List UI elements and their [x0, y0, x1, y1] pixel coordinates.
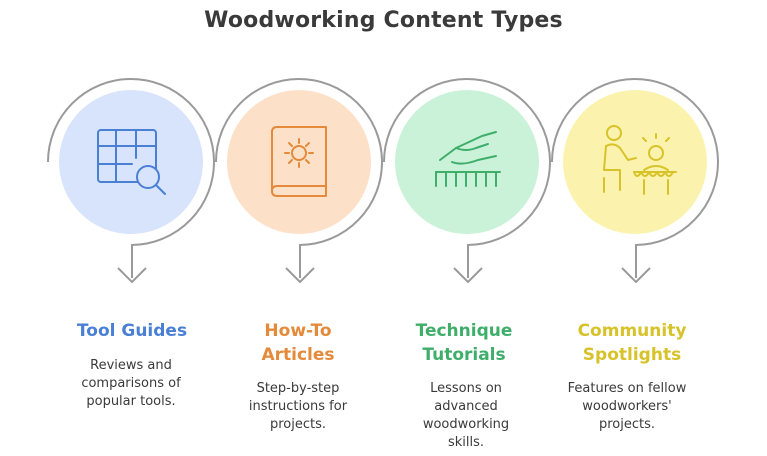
- desc-how-to-articles: Step-by-step instructions for projects.: [233, 380, 363, 434]
- table-search-icon: [97, 129, 166, 195]
- ring-arc-tool-guides: [47, 78, 215, 278]
- ring-arc-technique-tutorials: [383, 78, 551, 278]
- ring-arc-community-spotlights: [551, 78, 719, 278]
- people-teaching-icon: [603, 125, 677, 195]
- desc-line: woodworkers': [582, 399, 672, 414]
- heading-line: Articles: [261, 345, 335, 365]
- heading-line: Spotlights: [582, 345, 682, 365]
- desc-line: Reviews and: [90, 358, 172, 373]
- page-title: Woodworking Content Types: [204, 8, 563, 33]
- heading-line: Tutorials: [422, 345, 506, 365]
- desc-line: skills.: [447, 435, 485, 450]
- heading-how-to-articles: How-To Articles: [223, 319, 373, 367]
- heading-line: How-To: [264, 321, 332, 341]
- step-technique-tutorials: [383, 78, 551, 284]
- desc-line: instructions for: [248, 399, 348, 414]
- desc-line: Features on fellow: [567, 381, 687, 396]
- heading-line: Technique: [415, 321, 513, 341]
- desc-line: advanced: [434, 399, 498, 414]
- step-how-to-articles: [215, 78, 383, 284]
- step-tool-guides: [47, 78, 215, 284]
- desc-line: projects.: [269, 417, 327, 432]
- heading-line: Tool Guides: [76, 321, 188, 341]
- heading-line: Community: [577, 321, 687, 341]
- desc-line: comparisons of: [81, 376, 181, 391]
- desc-tool-guides: Reviews and comparisons of popular tools…: [66, 357, 196, 411]
- circle-technique-tutorials: [395, 90, 539, 234]
- arrow-down-icon: [453, 267, 483, 284]
- heading-tool-guides: Tool Guides: [57, 319, 207, 343]
- heading-technique-tutorials: Technique Tutorials: [389, 319, 539, 367]
- desc-technique-tutorials: Lessons on advanced woodworking skills.: [401, 380, 531, 452]
- desc-line: popular tools.: [86, 394, 176, 409]
- desc-line: Lessons on: [430, 381, 502, 396]
- arrow-down-icon: [117, 267, 147, 284]
- desc-community-spotlights: Features on fellow woodworkers' projects…: [562, 380, 692, 434]
- hand-piano-icon: [435, 131, 501, 187]
- desc-line: woodworking: [422, 417, 510, 432]
- desc-line: Step-by-step: [256, 381, 340, 396]
- arrow-down-icon: [621, 267, 651, 284]
- gear-book-icon: [271, 126, 327, 197]
- ring-arc-how-to-articles: [215, 78, 383, 278]
- arrow-down-icon: [285, 267, 315, 284]
- step-community-spotlights: [551, 78, 719, 284]
- circle-community-spotlights: [563, 90, 707, 234]
- heading-community-spotlights: Community Spotlights: [557, 319, 707, 367]
- circle-tool-guides: [59, 90, 203, 234]
- desc-line: projects.: [598, 417, 656, 432]
